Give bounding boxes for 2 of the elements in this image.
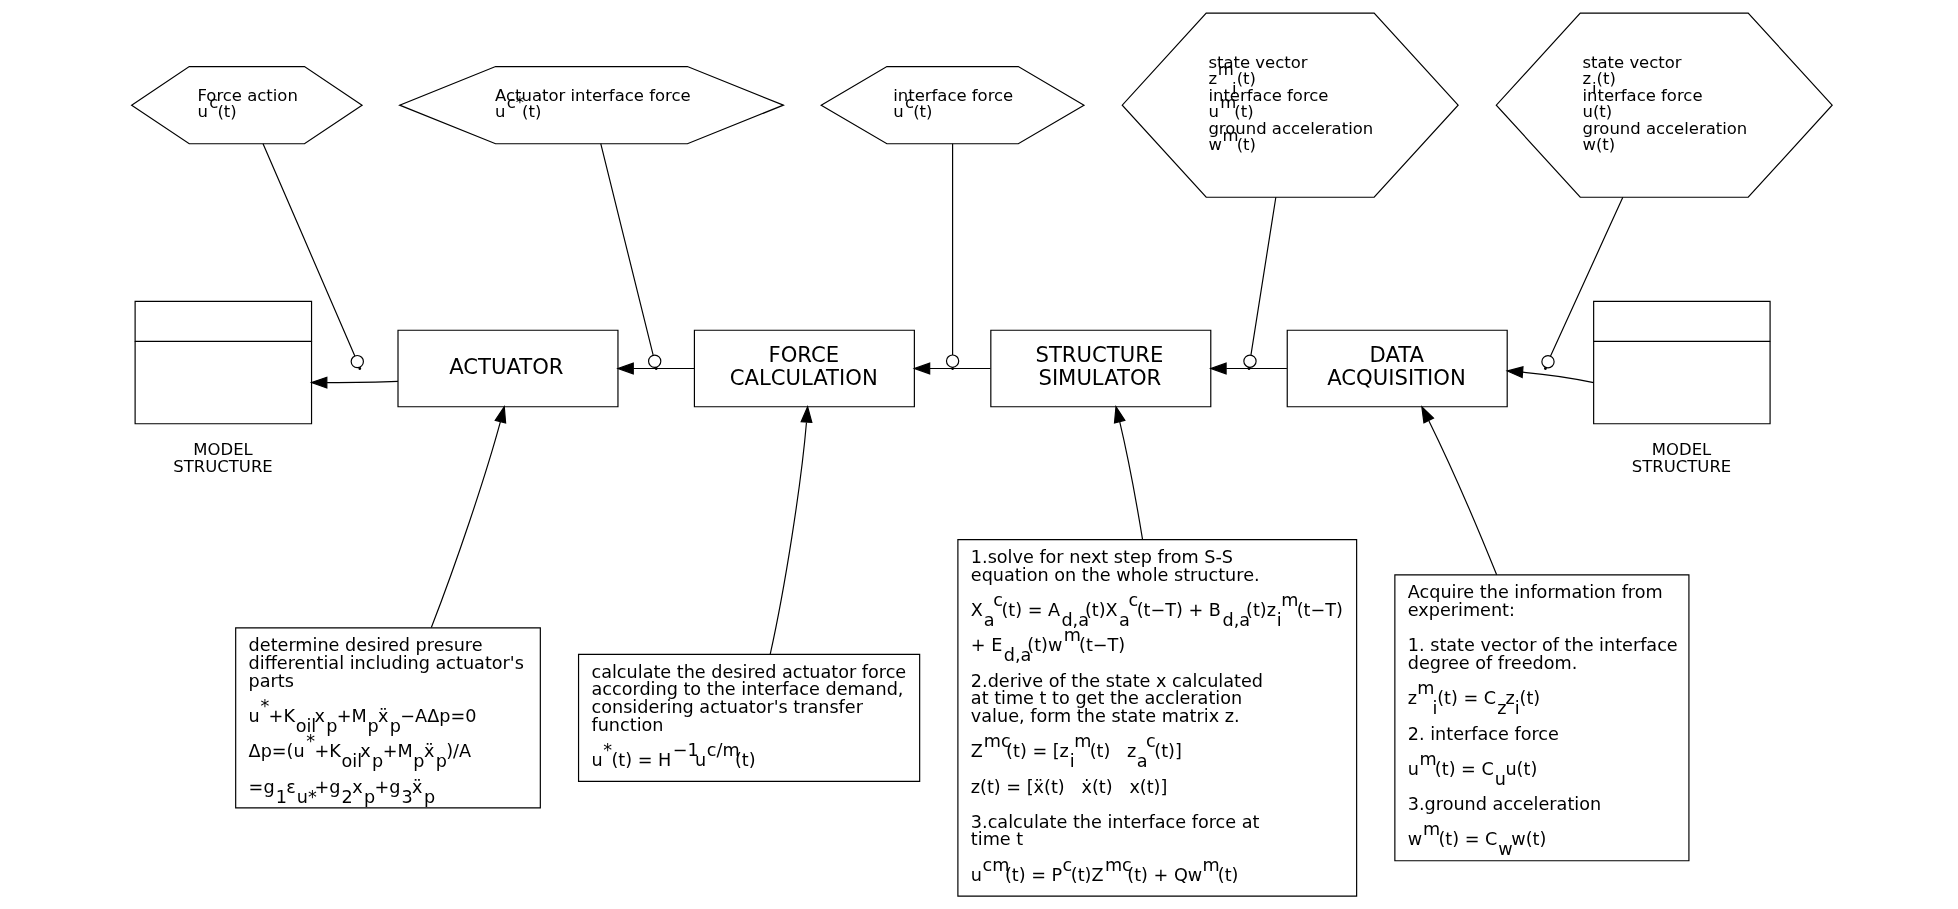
node-label: MODEL STRUCTURE (173, 439, 273, 477)
node-label: MODEL STRUCTURE (1631, 439, 1732, 477)
